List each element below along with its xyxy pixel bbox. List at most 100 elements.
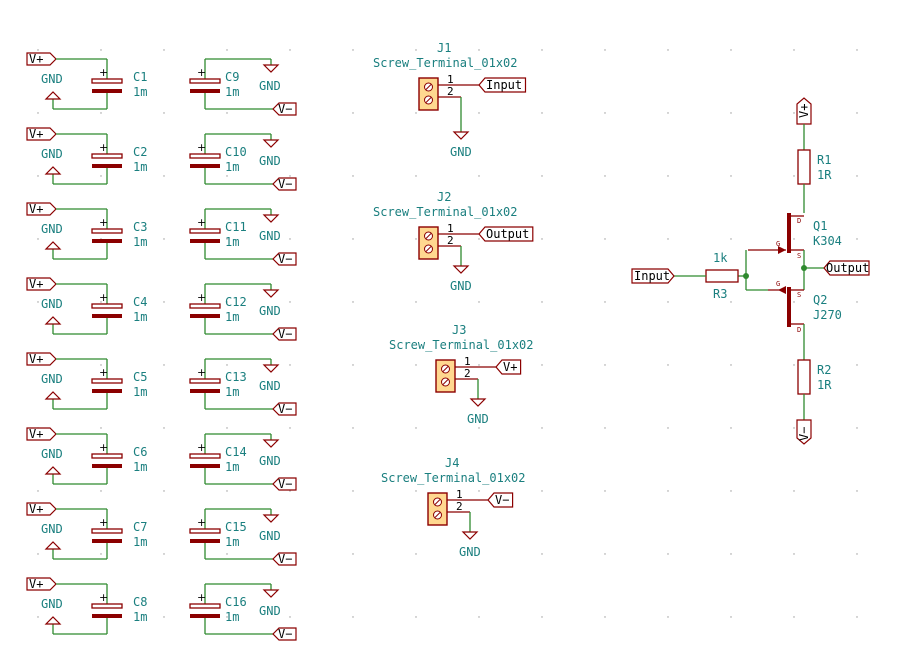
gnd-label: GND	[259, 154, 281, 168]
vplus-flag[interactable]: V+	[26, 127, 57, 141]
gnd-label: GND	[41, 597, 63, 611]
vminus-flag[interactable]: V−	[272, 552, 297, 566]
vplus-flag[interactable]: V+	[26, 52, 57, 66]
cap-value: 1m	[133, 160, 147, 174]
terminal-net-label[interactable]: Output	[478, 226, 534, 242]
terminal-net-label[interactable]: Input	[478, 77, 527, 93]
amplifier-circuit: V+ R1 1R G D S Q1 K304 Output	[631, 97, 870, 445]
resistor-r1[interactable]: R1 1R	[797, 149, 832, 185]
r3-ref: R3	[713, 287, 727, 301]
capacitor-right-0[interactable]: +	[189, 66, 221, 105]
vplus-label: V+	[29, 277, 43, 291]
gnd-label: GND	[41, 72, 63, 86]
pin-1-number: 1	[447, 73, 454, 86]
polarity-plus-icon: +	[99, 216, 108, 229]
capacitor-left-1[interactable]: +	[91, 141, 123, 180]
capacitor-right-6[interactable]: +	[189, 516, 221, 555]
vminus-label: V−	[278, 477, 292, 491]
polarity-plus-icon: +	[197, 141, 206, 154]
terminal-ref: J1	[437, 41, 451, 55]
cap-ref: C16	[225, 595, 247, 609]
capacitor-right-1[interactable]: +	[189, 141, 221, 180]
vplus-flag[interactable]: V+	[26, 577, 57, 591]
polarity-plus-icon: +	[197, 291, 206, 304]
vplus-flag[interactable]: V+	[26, 502, 57, 516]
polarity-plus-icon: +	[99, 366, 108, 379]
vminus-flag[interactable]: V−	[272, 477, 297, 491]
input-label-amp[interactable]: Input	[631, 268, 675, 284]
vminus-flag[interactable]: V−	[272, 627, 297, 641]
cap-ref: C7	[133, 520, 147, 534]
cap-ref: C6	[133, 445, 147, 459]
vminus-flag[interactable]: V−	[272, 252, 297, 266]
q1-ref: Q1	[813, 219, 827, 233]
transistor-q2[interactable]: G S D Q2 J270	[768, 280, 842, 334]
cap-ref: C3	[133, 220, 147, 234]
capacitor-right-3[interactable]: +	[189, 291, 221, 330]
cap-value: 1m	[133, 310, 147, 324]
gnd-label: GND	[259, 379, 281, 393]
transistor-q1[interactable]: G D S Q1 K304	[748, 213, 842, 260]
q1-value: K304	[813, 234, 842, 248]
polarity-plus-icon: +	[197, 66, 206, 79]
polarity-plus-icon: +	[99, 591, 108, 604]
capacitor-right-4[interactable]: +	[189, 366, 221, 405]
capacitor-left-3[interactable]: +	[91, 291, 123, 330]
terminal-net-label[interactable]: V+	[495, 359, 522, 375]
vplus-label: V+	[797, 104, 811, 118]
cap-value: 1m	[225, 85, 239, 99]
pin-1-number: 1	[447, 222, 454, 235]
polarity-plus-icon: +	[197, 591, 206, 604]
vplus-flag[interactable]: V+	[26, 277, 57, 291]
vplus-flag[interactable]: V+	[26, 352, 57, 366]
vplus-label: V+	[29, 127, 43, 141]
capacitor-left-7[interactable]: +	[91, 591, 123, 630]
vplus-flag-amp[interactable]: V+	[796, 97, 812, 125]
pin-2-number: 2	[464, 367, 471, 380]
vplus-flag[interactable]: V+	[26, 202, 57, 216]
vplus-flag[interactable]: V+	[26, 427, 57, 441]
capacitor-right-5[interactable]: +	[189, 441, 221, 480]
capacitor-left-2[interactable]: +	[91, 216, 123, 255]
vminus-flag[interactable]: V−	[272, 177, 297, 191]
screw-terminals: 12J1Screw_Terminal_01x02InputGND12J2Scre…	[373, 41, 534, 559]
capacitor-left-4[interactable]: +	[91, 366, 123, 405]
terminal-net-label[interactable]: V−	[487, 492, 514, 508]
cap-value: 1m	[133, 385, 147, 399]
net-label-text: Output	[486, 227, 529, 241]
capacitor-left-6[interactable]: +	[91, 516, 123, 555]
cap-ref: C2	[133, 145, 147, 159]
capacitor-right-7[interactable]: +	[189, 591, 221, 630]
capacitor-left-5[interactable]: +	[91, 441, 123, 480]
terminal-ref: J2	[437, 190, 451, 204]
cap-value: 1m	[225, 385, 239, 399]
gnd-icon	[262, 289, 280, 298]
polarity-plus-icon: +	[197, 366, 206, 379]
gnd-label: GND	[259, 454, 281, 468]
terminal-ref: J3	[452, 323, 466, 337]
polarity-plus-icon: +	[99, 141, 108, 154]
vminus-flag[interactable]: V−	[272, 102, 297, 116]
gnd-icon	[452, 131, 470, 140]
vminus-flag[interactable]: V−	[272, 402, 297, 416]
capacitor-right-2[interactable]: +	[189, 216, 221, 255]
polarity-plus-icon: +	[197, 441, 206, 454]
output-label-amp[interactable]: Output	[823, 260, 870, 276]
gnd-icon	[44, 241, 62, 250]
resistor-r2[interactable]: R2 1R	[797, 359, 832, 395]
vminus-flag-amp[interactable]: V−	[796, 419, 812, 445]
pin-2-number: 2	[447, 234, 454, 247]
vplus-label: V+	[29, 202, 43, 216]
cap-value: 1m	[133, 85, 147, 99]
vminus-flag[interactable]: V−	[272, 327, 297, 341]
resistor-r3[interactable]: 1k R3	[705, 251, 739, 301]
capacitor-left-0[interactable]: +	[91, 66, 123, 105]
gnd-label: GND	[41, 222, 63, 236]
